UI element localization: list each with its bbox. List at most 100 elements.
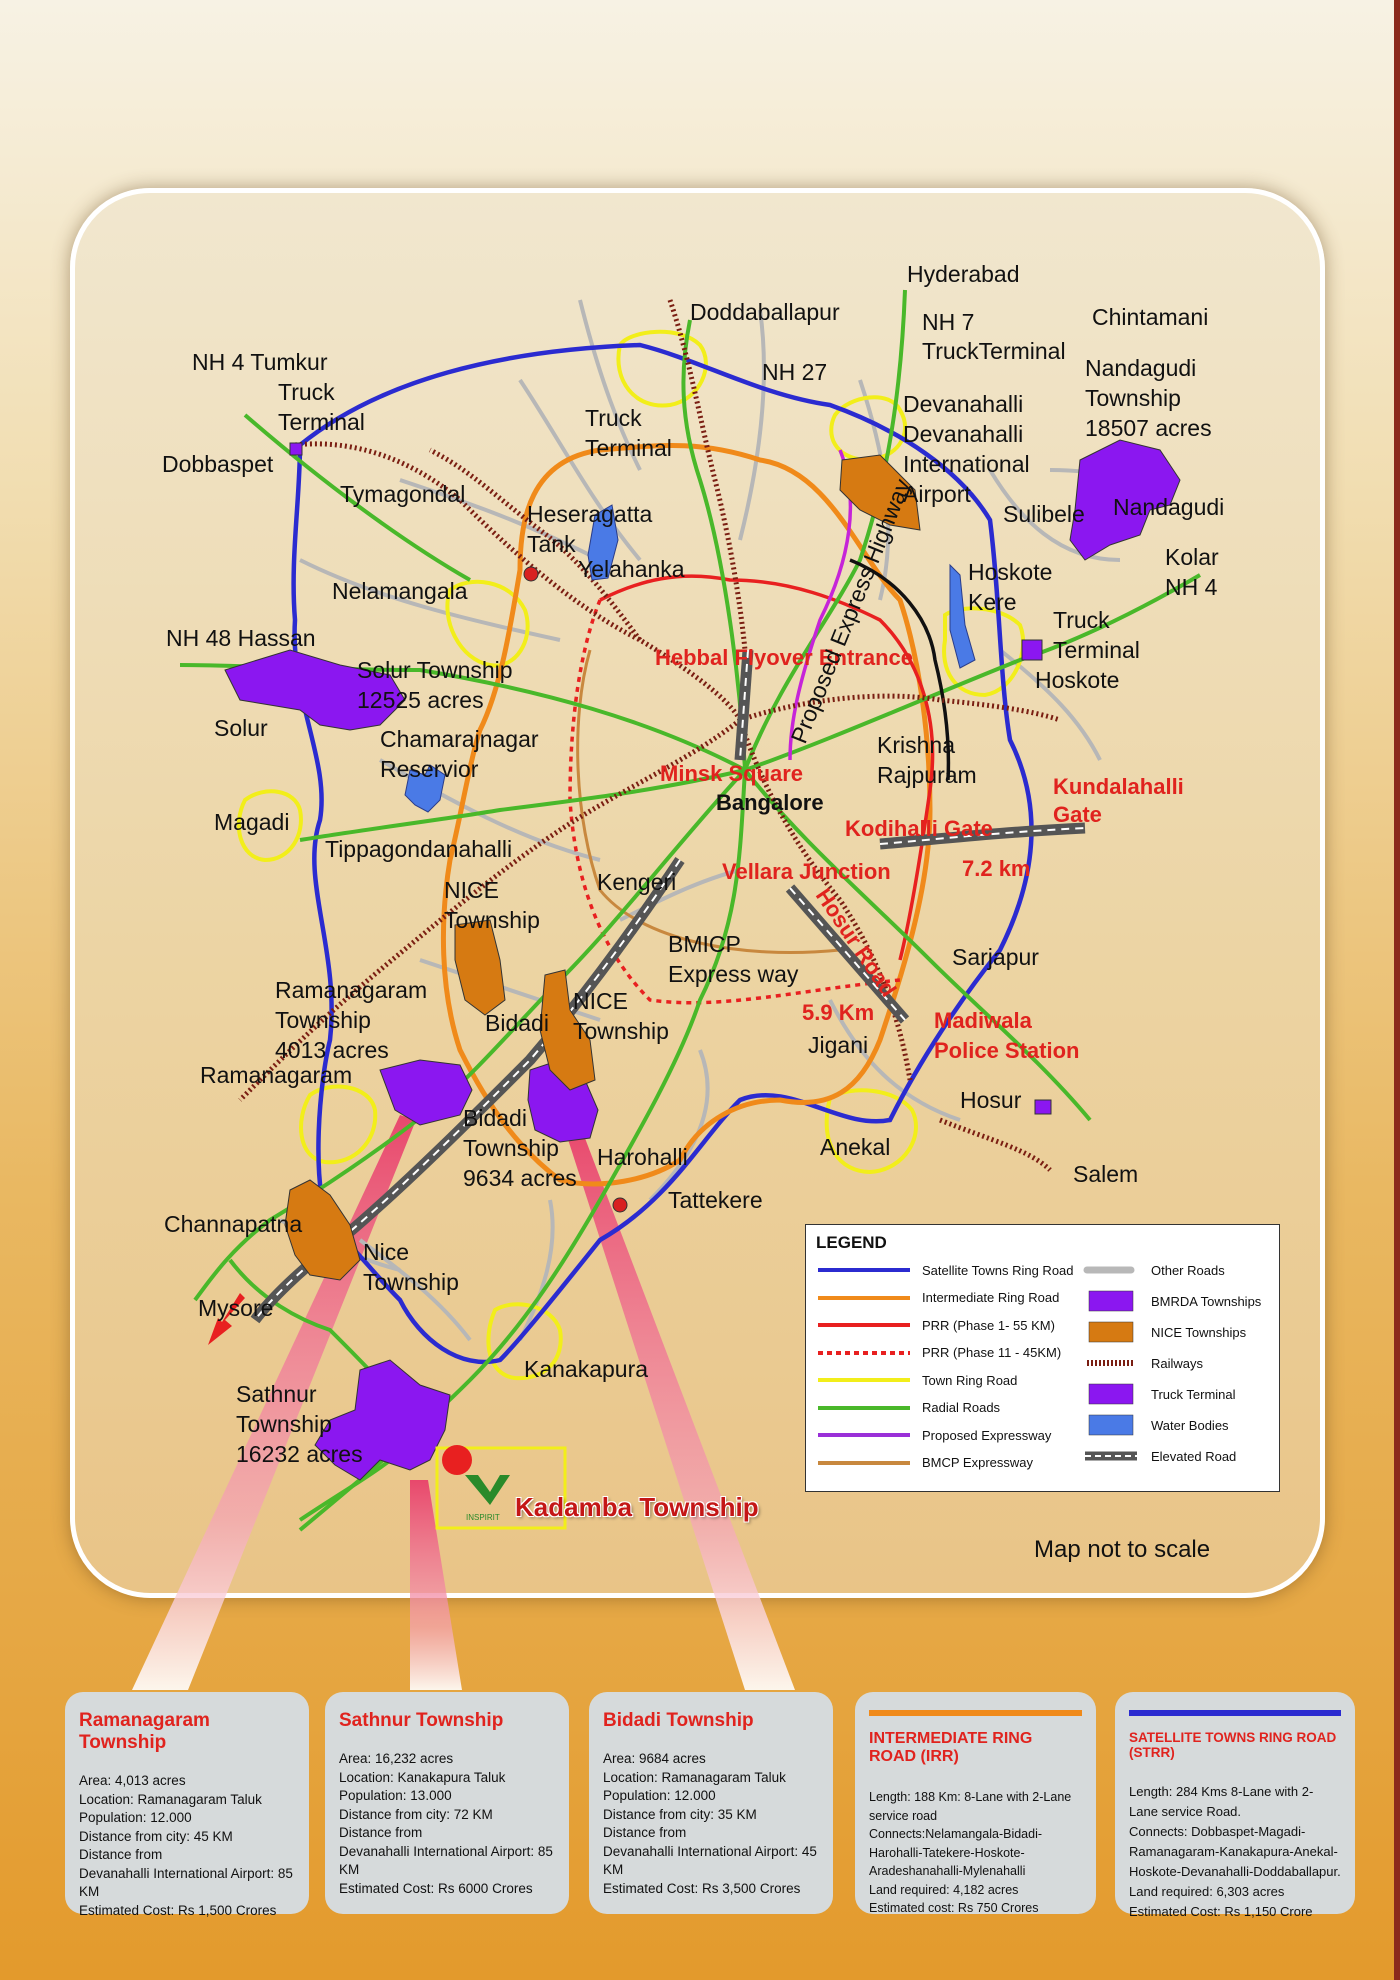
legend-item: Water Bodies — [1081, 1414, 1229, 1436]
town-ring-roads — [236, 329, 1026, 1381]
label-kundalahalli: Kundalahalli — [1053, 774, 1184, 799]
prr-phase-1 — [599, 574, 935, 961]
label-minsk: Minsk Square — [660, 761, 803, 786]
label-nh7: NH 7 — [922, 309, 974, 335]
card-color-bar — [1129, 1710, 1341, 1716]
prr-phase-2 — [568, 599, 901, 1005]
card-line: Area: 9684 acres — [603, 1751, 706, 1766]
label-hosur: Hosur — [960, 1087, 1022, 1113]
beam-bidadi — [565, 1125, 795, 1690]
legend-swatch — [818, 1378, 910, 1382]
bmcp-expressway — [576, 649, 841, 954]
legend-item: Satellite Towns Ring Road — [816, 1259, 1074, 1281]
legend-item: Intermediate Ring Road — [816, 1287, 1059, 1309]
legend-item: Truck Terminal — [1081, 1383, 1236, 1405]
right-edge-stripe — [1394, 0, 1400, 1980]
legend-item: Town Ring Road — [816, 1369, 1017, 1391]
label-truck2: Truck — [585, 405, 642, 431]
railways — [238, 299, 1061, 1172]
label-salem: Salem — [1073, 1161, 1138, 1187]
label-59km: 5.9 Km — [802, 1000, 874, 1025]
card-line: Population: 12.000 — [79, 1810, 192, 1825]
label-yelahanka: Yelahanka — [578, 556, 685, 582]
card-line: Connects:Nelamangala-Bidadi-Harohalli-Ta… — [869, 1827, 1043, 1878]
card-line: Area: 4,013 acres — [79, 1773, 186, 1788]
card-color-bar — [869, 1710, 1082, 1716]
label-nh27: NH 27 — [762, 359, 827, 385]
label-kolar: Kolar — [1165, 544, 1219, 570]
legend-label: Satellite Towns Ring Road — [922, 1262, 1074, 1278]
label-international: International — [903, 451, 1030, 477]
red-marker-south — [612, 1197, 628, 1213]
label-harohalli: Harohalli — [597, 1144, 688, 1170]
card-title: Bidadi Township — [603, 1710, 754, 1731]
label-heseragatta: Heseragatta — [527, 501, 653, 527]
label-vellara-junction: Vellara Junction — [722, 859, 891, 884]
bmrda-townships — [224, 439, 1181, 1481]
legend-label: Radial Roads — [922, 1400, 1001, 1415]
card-line: Estimated cost: Rs 750 Crores — [869, 1901, 1039, 1915]
label-tymagondal: Tymagondal — [340, 481, 465, 507]
legend-swatch — [818, 1323, 910, 1327]
legend-item: Proposed Expressway — [816, 1424, 1051, 1446]
legend-label: Proposed Expressway — [922, 1427, 1052, 1443]
legend-swatch — [818, 1295, 910, 1300]
legend-swatch — [1087, 1360, 1135, 1366]
label-bmicp: BMICP — [668, 931, 741, 957]
chamarajnagar-reservoir — [404, 764, 446, 813]
label-madiwala: Madiwala — [934, 1008, 1033, 1033]
card-line: Devanahalli International Airport: 85 KM — [79, 1865, 293, 1900]
legend-item: Railways — [1081, 1352, 1203, 1374]
label-solur-township: Solur Township — [357, 657, 513, 683]
card-line: Location: Ramanagaram Taluk — [79, 1791, 262, 1807]
label-terminal2: Terminal — [585, 435, 672, 461]
legend-swatch — [1088, 1383, 1134, 1405]
label-truck: Truck — [278, 379, 335, 405]
label-kanakapura: Kanakapura — [524, 1356, 648, 1382]
card-line: Estimated Cost: Rs 6000 Crores — [339, 1880, 533, 1896]
card-irr: INTERMEDIATE RING ROAD (IRR) Length: 188… — [855, 1692, 1096, 1915]
card-line: Population: 12.000 — [603, 1788, 716, 1803]
label-ramanagaram-t2: Township — [275, 1007, 371, 1033]
legend-swatch — [1083, 1266, 1135, 1274]
legend-label: Town Ring Road — [922, 1372, 1018, 1388]
label-gate: Gate — [1053, 802, 1102, 827]
sathnur-township-area — [314, 1359, 451, 1481]
legend-swatch — [818, 1350, 910, 1355]
card-line: Location: Kanakapura Taluk — [339, 1769, 506, 1785]
label-nh4: NH 4 — [1165, 574, 1218, 600]
devanahalli-nice — [839, 454, 921, 531]
nice-township-west — [454, 919, 506, 1016]
card-body: Length: 188 Km: 8-Lane with 2-Lane servi… — [869, 1788, 1082, 1918]
legend-label: Elevated Road — [1151, 1448, 1237, 1464]
map-scale-note: Map not to scale — [1034, 1536, 1211, 1563]
legend-label: NICE Townships — [1151, 1324, 1247, 1340]
label-bidadi-acres: 9634 acres — [463, 1165, 577, 1191]
label-nh48-hassan: NH 48 Hassan — [166, 625, 316, 651]
kadamba-township-label: Kadamba Township — [515, 1492, 759, 1522]
label-ramanagaram: Ramanagaram — [200, 1062, 352, 1088]
label-nandagudi-acres: 18507 acres — [1085, 415, 1212, 441]
water-bodies — [404, 504, 976, 813]
card-title: Sathnur Township — [339, 1710, 504, 1731]
nandagudi-township-area — [1069, 439, 1181, 561]
kadamba-logo — [465, 1475, 510, 1505]
card-line: Distance from city: 35 KM — [603, 1806, 757, 1822]
label-tippagondanahalli: Tippagondanahalli — [325, 836, 512, 862]
legend-label: Intermediate Ring Road — [922, 1290, 1060, 1305]
nice-townships — [284, 454, 921, 1281]
card-line: Devanahalli International Airport: 85 KM — [339, 1843, 553, 1878]
card-line: Population: 13.000 — [339, 1788, 452, 1803]
label-dobbaspet: Dobbaspet — [162, 451, 274, 477]
legend-swatch — [818, 1405, 910, 1410]
label-anekal: Anekal — [820, 1134, 890, 1160]
label-reservior: Reservior — [380, 756, 479, 782]
truck-terminals — [289, 442, 1052, 1115]
intermediate-ring-road — [440, 443, 933, 1187]
label-township-nice: Township — [444, 907, 540, 933]
